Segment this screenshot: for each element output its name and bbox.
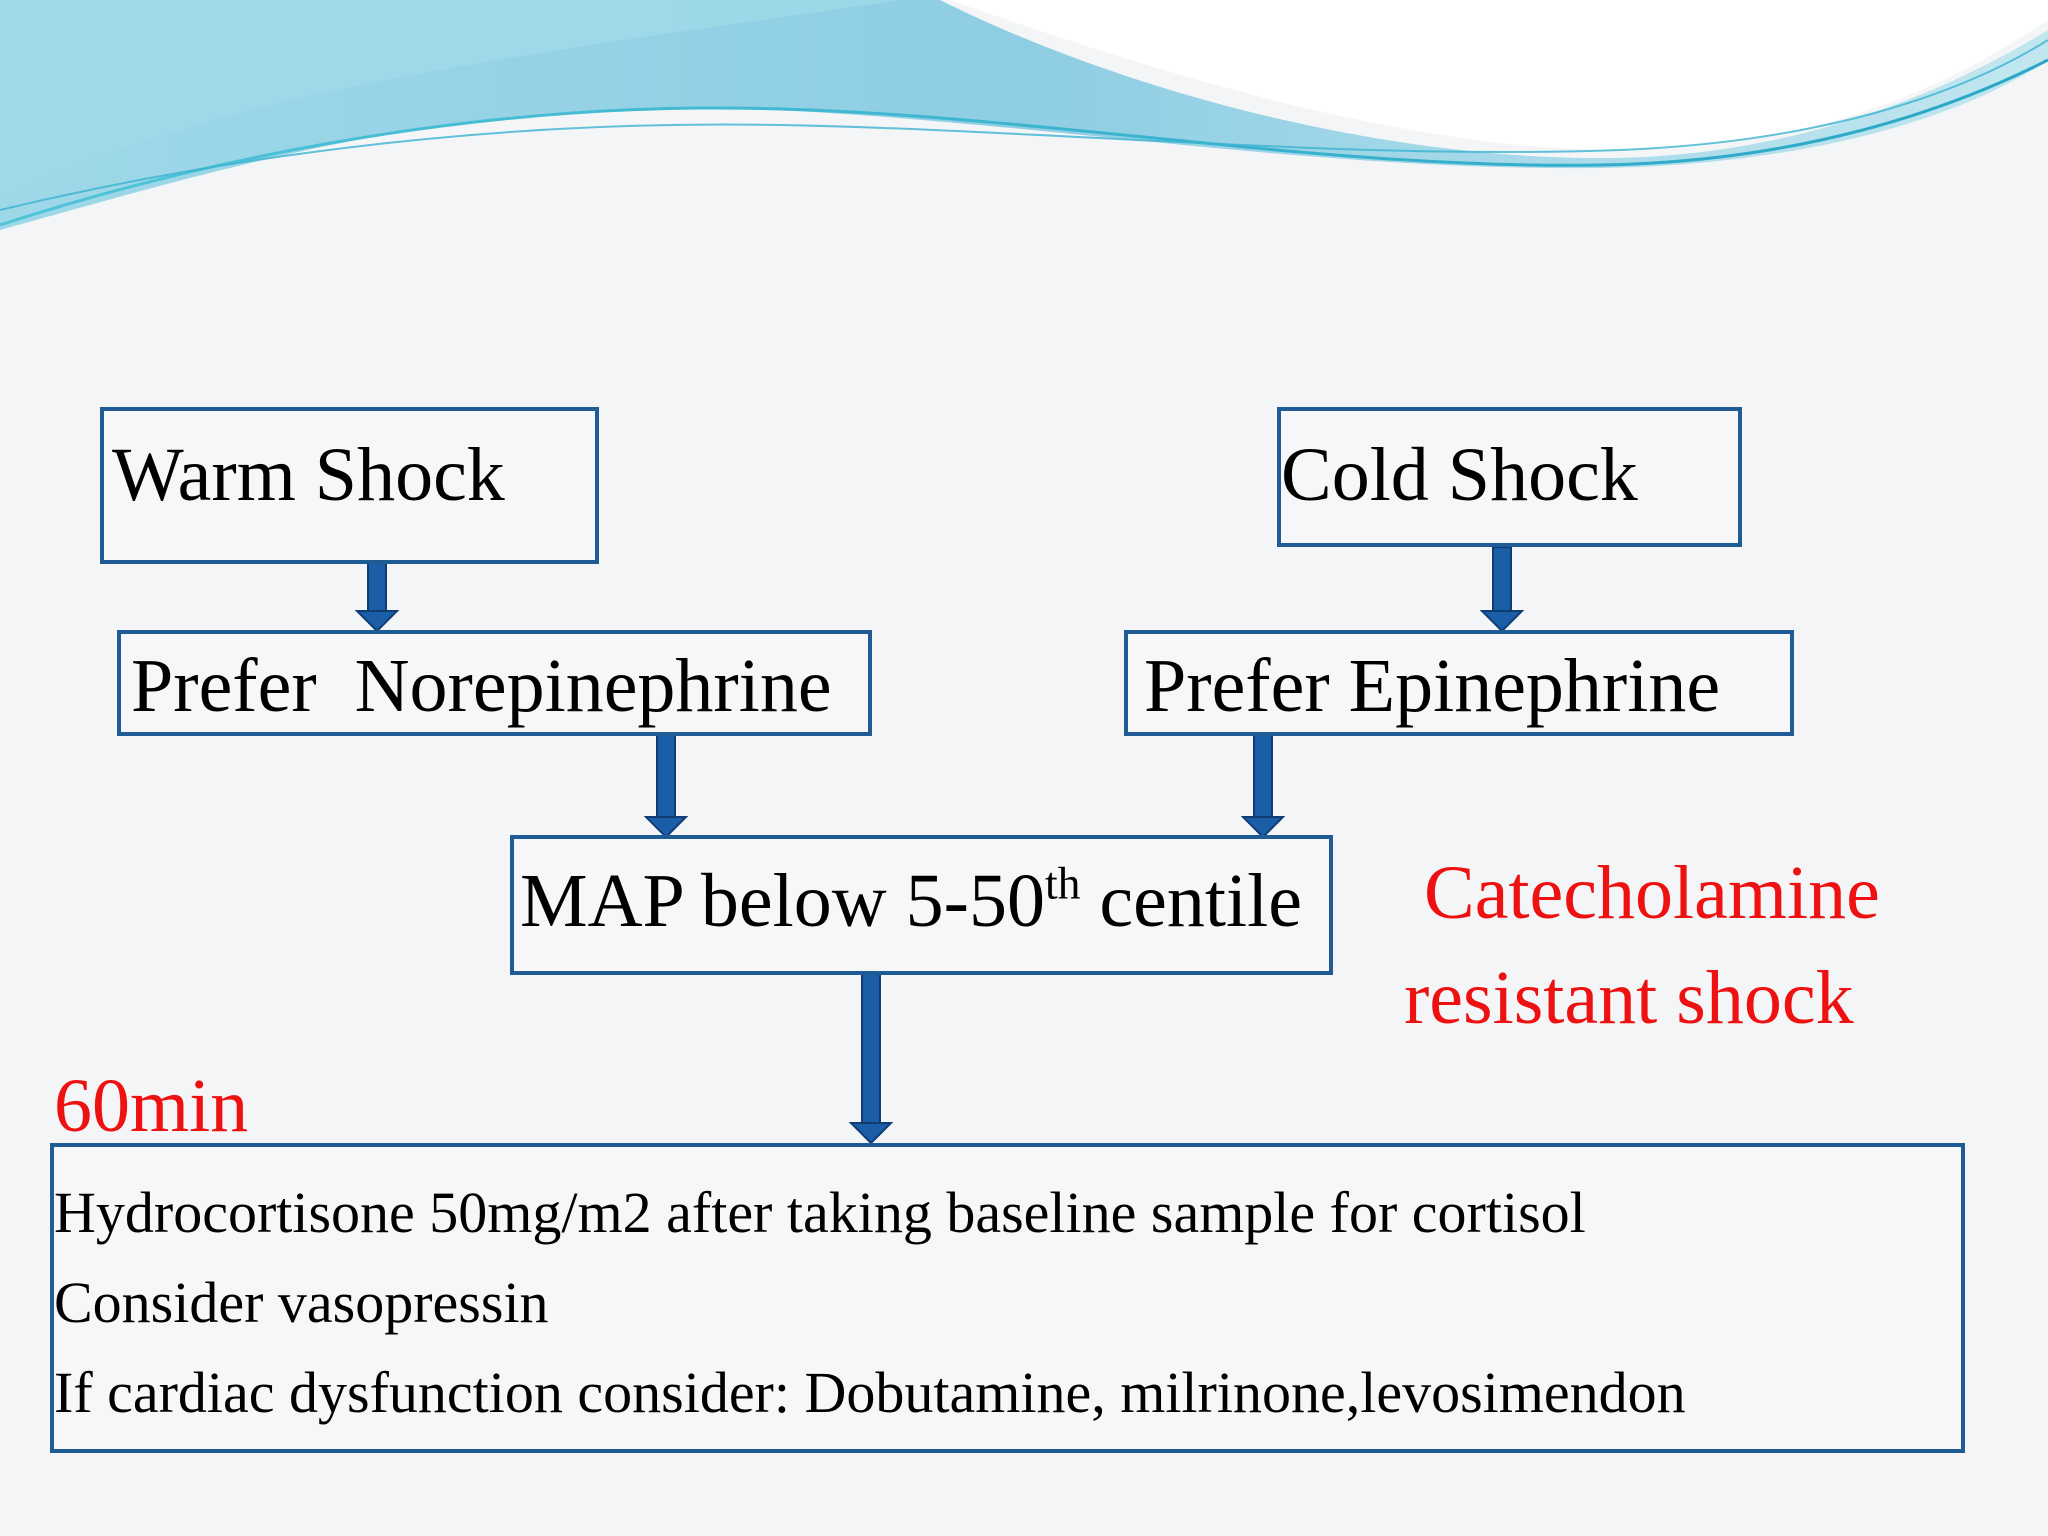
treatment-line-vasopressin: Consider vasopressin [54,1270,549,1335]
header-wave-decoration [0,0,2048,230]
treatment-box [50,1143,1965,1453]
cold-shock-label: Cold Shock [1281,433,1638,517]
map-centile-box: MAP below 5-50th centile [510,835,1333,975]
resistant-shock-annotation: resistant shock [1404,956,1854,1040]
arrow-warm-to-norepinephrine [355,563,399,633]
cold-shock-box: Cold Shock [1277,407,1742,547]
prefer-norepinephrine-box: Prefer Norepinephrine [117,630,872,736]
treatment-line-hydrocortisone: Hydrocortisone 50mg/m2 after taking base… [54,1180,1586,1245]
catecholamine-annotation: Catecholamine [1424,851,1880,935]
prefer-norepinephrine-label: Prefer Norepinephrine [131,644,832,728]
map-label-suffix: centile [1080,859,1302,943]
prefer-epinephrine-box: Prefer Epinephrine [1124,630,1794,736]
time-annotation: 60min [54,1064,249,1148]
prefer-epinephrine-label: Prefer Epinephrine [1144,644,1721,728]
treatment-text: Hydrocortisone 50mg/m2 after taking base… [54,1168,1686,1438]
map-label-prefix: MAP below 5-50 [520,859,1045,943]
map-centile-label: MAP below 5-50th centile [520,860,1302,939]
arrow-epinephrine-to-map [1241,735,1285,839]
warm-shock-box: Warm Shock [100,407,599,564]
arrow-norepinephrine-to-map [644,735,688,839]
warm-shock-label: Warm Shock [112,433,505,517]
arrow-cold-to-epinephrine [1480,547,1524,633]
map-label-superscript: th [1044,857,1081,909]
treatment-line-cardiac: If cardiac dysfunction consider: Dobutam… [54,1360,1686,1425]
arrow-map-to-treatment [849,973,893,1145]
